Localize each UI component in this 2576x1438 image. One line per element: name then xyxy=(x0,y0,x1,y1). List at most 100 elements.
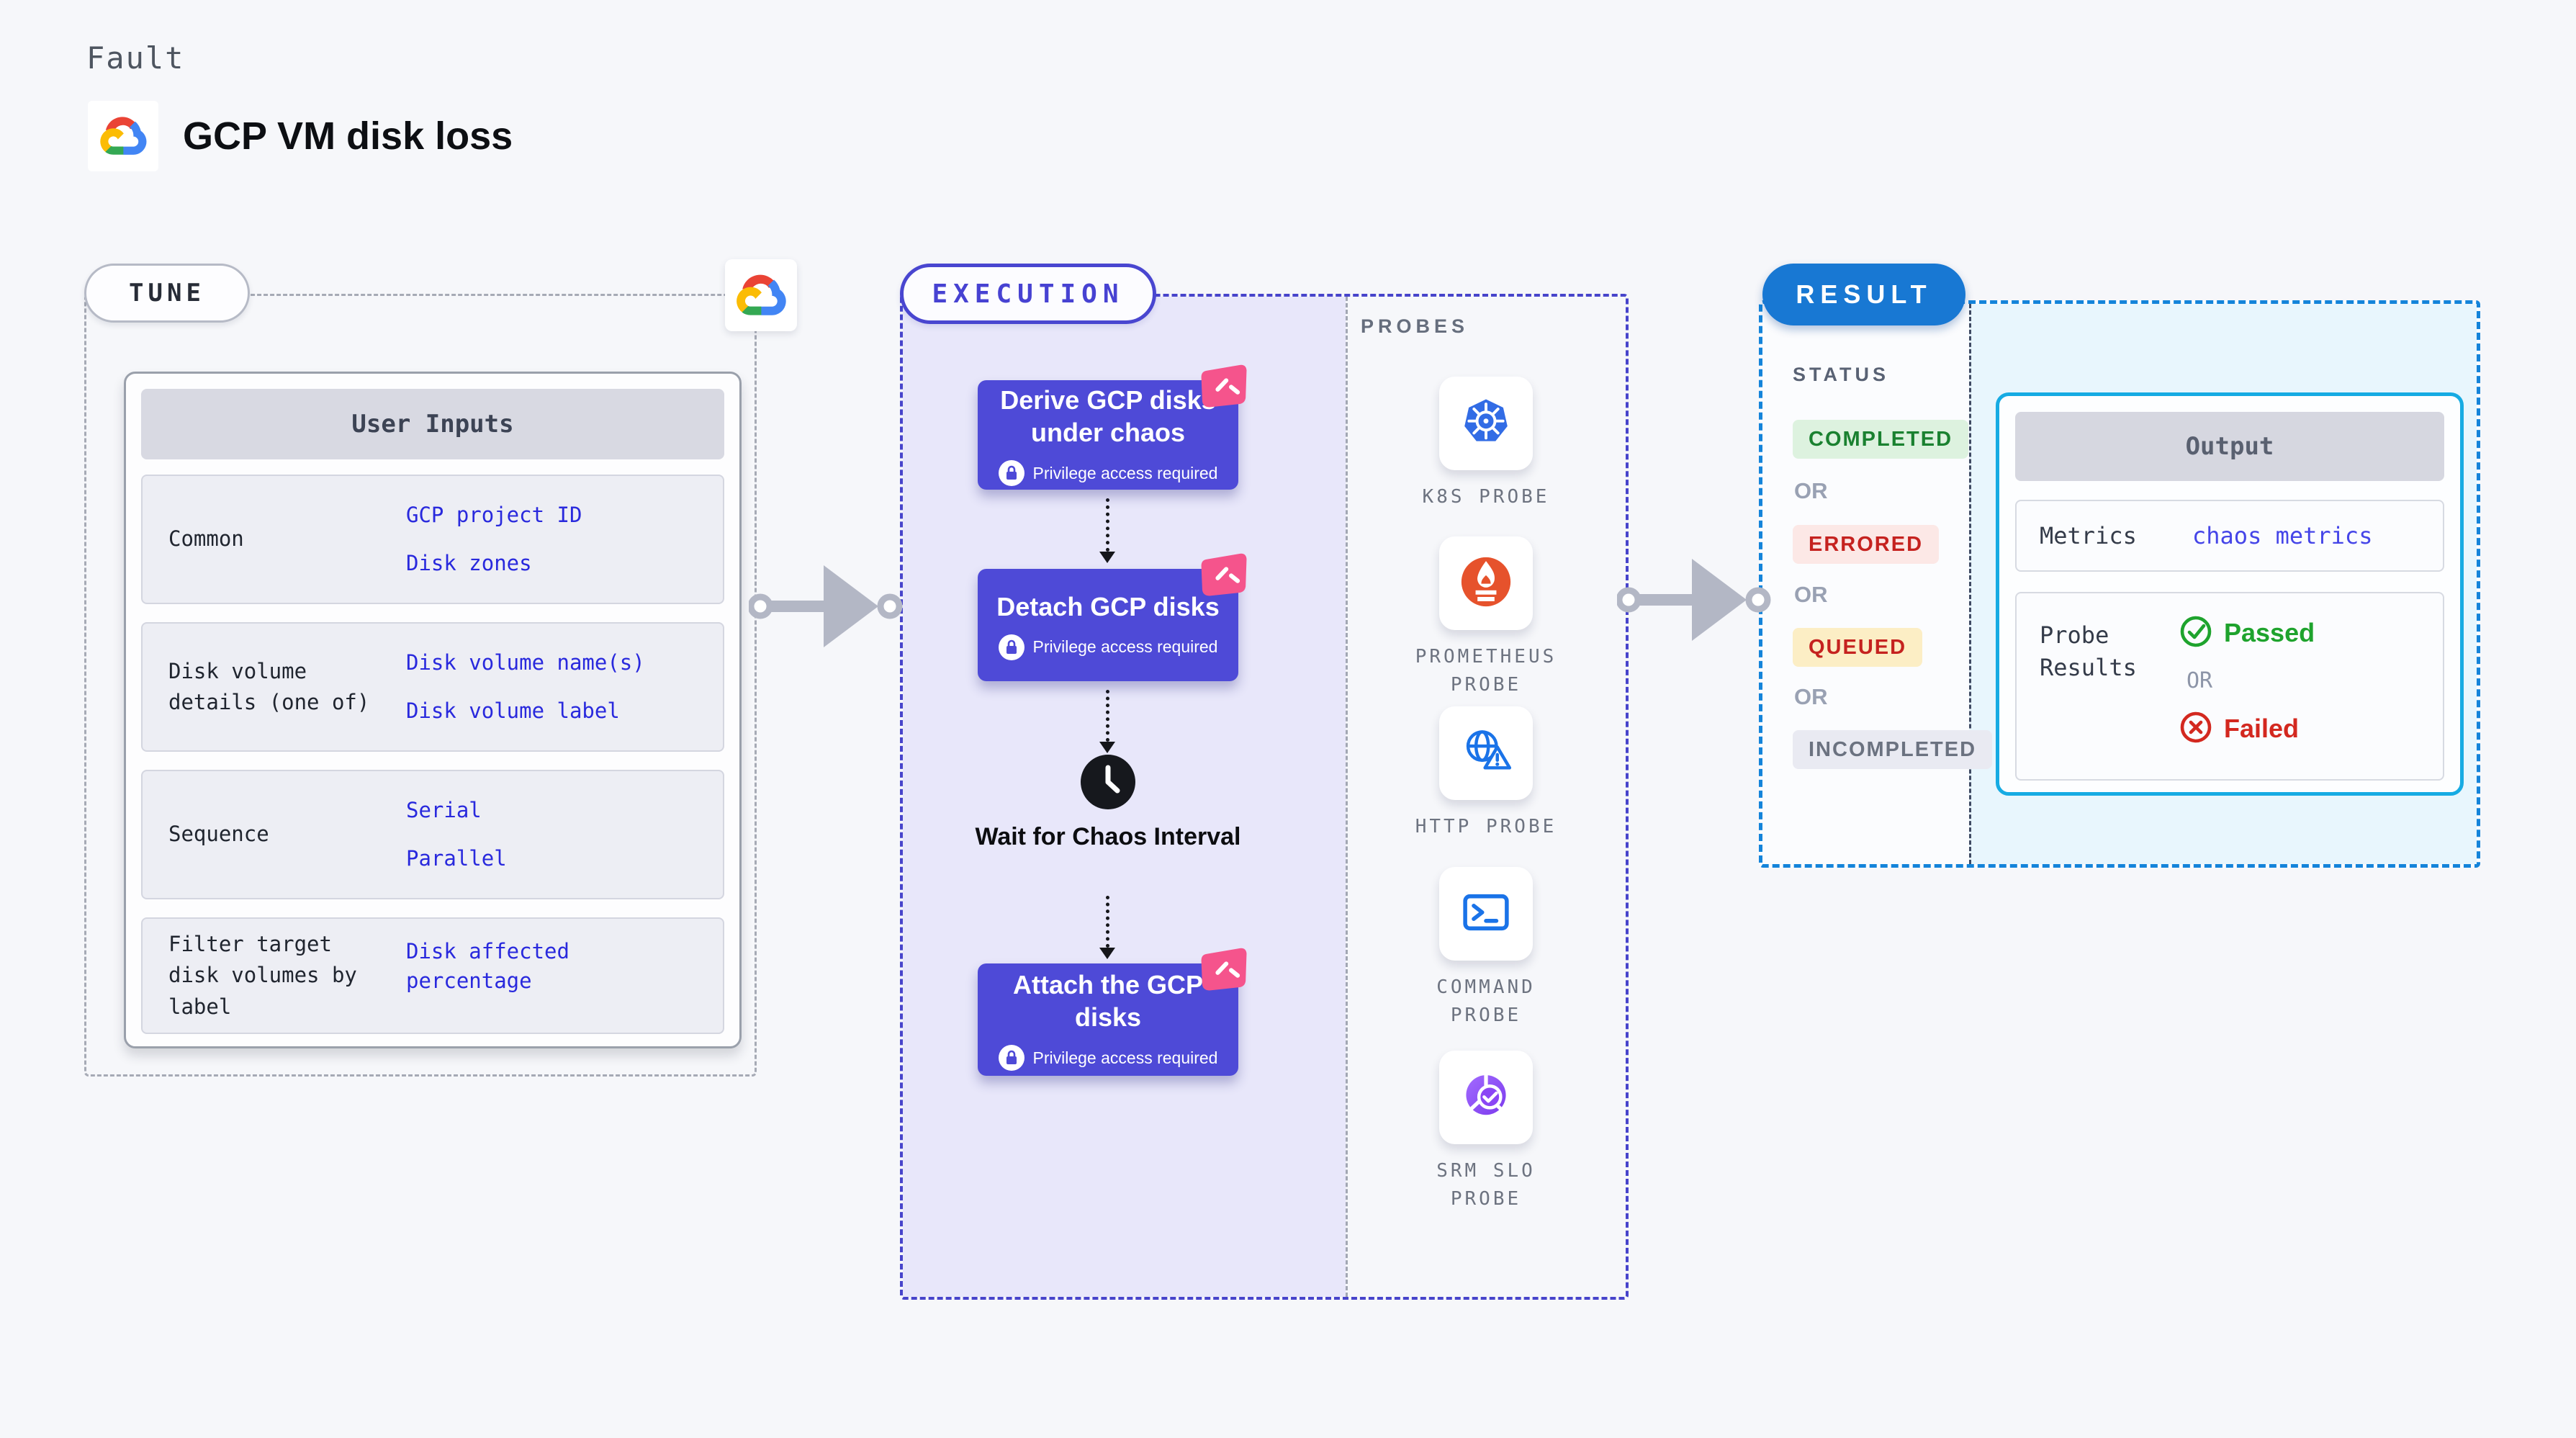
http-probe-label: HTTP PROBE xyxy=(1415,816,1557,837)
execution-probes-divider xyxy=(1346,297,1348,1297)
connector-arrowhead xyxy=(1099,552,1115,563)
gcp-logo-corner-card xyxy=(725,259,797,331)
k8s-probe-card xyxy=(1439,377,1533,470)
status-badge-incompleted: INCOMPLETED xyxy=(1793,730,1993,769)
user-input-row-common: Common GCP project ID Disk zones xyxy=(141,475,724,604)
connector-arrowhead xyxy=(1099,948,1115,959)
row-label: Disk volume details (one of) xyxy=(168,658,370,715)
privilege-row: Privilege access required xyxy=(998,460,1218,486)
or-separator: OR xyxy=(1794,582,1828,607)
lock-icon xyxy=(998,634,1024,660)
command-probe-label: COMMAND PROBE xyxy=(1436,976,1536,1026)
tune-region xyxy=(84,294,757,1077)
failed-label: Failed xyxy=(2224,714,2300,743)
connector-line xyxy=(1106,690,1109,742)
row-value: GCP project ID xyxy=(406,503,582,528)
step-attach-gcp-disks: Attach the GCP disks Privilege access re… xyxy=(978,948,1247,1076)
prometheus-icon xyxy=(1456,552,1516,615)
row-value: Disk volume name(s) xyxy=(406,650,645,675)
chaos-experiment-icon xyxy=(1193,358,1254,415)
user-inputs-card: User Inputs Common GCP project ID Disk z… xyxy=(124,372,742,1048)
srm-slo-icon xyxy=(1456,1066,1516,1129)
row-value: Disk zones xyxy=(406,551,532,575)
row-values: Serial Parallel xyxy=(406,796,694,873)
x-circle-icon xyxy=(2179,711,2212,747)
flow-arrow-execution-to-result xyxy=(1617,559,1771,641)
passed-label: Passed xyxy=(2224,618,2315,647)
command-probe-card xyxy=(1439,867,1533,961)
user-input-row-filter: Filter target disk volumes by label Disk… xyxy=(141,917,724,1034)
row-label: Common xyxy=(168,526,244,552)
failed-line: Failed xyxy=(2179,711,2315,747)
clock-icon xyxy=(1079,753,1137,811)
tune-pill: TUNE xyxy=(84,264,250,323)
output-probe-results-row: Probe Results Passed OR xyxy=(2015,592,2444,781)
privilege-label: Privilege access required xyxy=(1032,1048,1218,1067)
result-pill: RESULT xyxy=(1762,264,1965,325)
http-probe-card xyxy=(1439,706,1533,800)
chaos-experiment-icon xyxy=(1193,547,1254,604)
user-input-row-sequence: Sequence Serial Parallel xyxy=(141,770,724,899)
srm-slo-probe-label: SRM SLO PROBE xyxy=(1436,1160,1536,1210)
or-separator: OR xyxy=(1794,684,1828,709)
flow-arrow-tune-to-execution xyxy=(749,565,903,647)
step-title: Derive GCP disks under chaos xyxy=(1000,385,1216,447)
output-card: Output Metrics chaos metrics Probe Resul… xyxy=(1996,392,2464,796)
row-value: Serial xyxy=(406,798,482,823)
fault-kind-label: Fault xyxy=(86,40,185,76)
privilege-label: Privilege access required xyxy=(1032,463,1218,482)
row-value: Disk affected percentage xyxy=(406,939,569,993)
metrics-value: chaos metrics xyxy=(2192,522,2373,549)
row-label: Sequence xyxy=(168,822,269,847)
status-badge-errored: ERRORED xyxy=(1793,525,1940,564)
k8s-probe-label: K8S PROBE xyxy=(1422,486,1550,508)
row-value: Disk volume label xyxy=(406,698,620,723)
http-globe-icon xyxy=(1456,722,1516,785)
row-values: Disk affected percentage xyxy=(406,937,694,1014)
step-title: Detach GCP disks xyxy=(996,591,1220,621)
passed-line: Passed xyxy=(2179,615,2315,651)
terminal-icon xyxy=(1456,882,1516,945)
kubernetes-icon xyxy=(1456,392,1516,455)
privilege-label: Privilege access required xyxy=(1032,637,1218,656)
output-metrics-row: Metrics chaos metrics xyxy=(2015,500,2444,572)
lock-icon xyxy=(998,1045,1024,1071)
or-separator: OR xyxy=(2187,668,2213,693)
prometheus-probe-label: PROMETHEUS PROBE xyxy=(1415,646,1557,696)
srm-slo-probe-card xyxy=(1439,1051,1533,1144)
output-header: Output xyxy=(2015,412,2444,481)
status-badge-completed: COMPLETED xyxy=(1793,420,1969,459)
probes-label: PROBES xyxy=(1361,315,1469,337)
execution-pill: EXECUTION xyxy=(900,264,1156,324)
page-title: GCP VM disk loss xyxy=(183,114,513,158)
or-separator: OR xyxy=(1794,478,1828,503)
probe-results-label: Probe Results xyxy=(2040,621,2137,681)
wait-for-chaos-interval-label: Wait for Chaos Interval xyxy=(975,823,1241,850)
gcp-cloud-icon xyxy=(736,271,786,319)
step-detach-gcp-disks: Detach GCP disks Privilege access requir… xyxy=(978,553,1247,681)
gcp-cloud-icon xyxy=(99,114,147,158)
result-status-divider xyxy=(1969,304,1971,864)
user-input-row-disk-volume: Disk volume details (one of) Disk volume… xyxy=(141,622,724,752)
chaos-experiment-icon xyxy=(1193,941,1254,999)
user-inputs-header: User Inputs xyxy=(141,389,724,459)
gcp-logo-card xyxy=(88,101,158,171)
row-value: Parallel xyxy=(406,846,507,871)
status-heading: STATUS xyxy=(1793,364,1889,385)
row-values: GCP project ID Disk zones xyxy=(406,500,694,578)
row-values: Disk volume name(s) Disk volume label xyxy=(406,648,694,725)
row-label: Filter target disk volumes by label xyxy=(168,931,357,1019)
prometheus-probe-card xyxy=(1439,536,1533,630)
step-derive-gcp-disks: Derive GCP disks under chaos Privilege a… xyxy=(978,364,1247,490)
lock-icon xyxy=(998,460,1024,486)
privilege-row: Privilege access required xyxy=(998,1045,1218,1071)
privilege-row: Privilege access required xyxy=(998,634,1218,660)
metrics-label: Metrics xyxy=(2040,521,2137,549)
step-title: Attach the GCP disks xyxy=(1012,970,1204,1032)
connector-line xyxy=(1106,896,1109,948)
connector-arrowhead xyxy=(1099,742,1115,753)
status-badge-queued: QUEUED xyxy=(1793,628,1923,667)
probe-results-values: Passed OR Failed xyxy=(2179,615,2315,747)
check-circle-icon xyxy=(2179,615,2212,651)
